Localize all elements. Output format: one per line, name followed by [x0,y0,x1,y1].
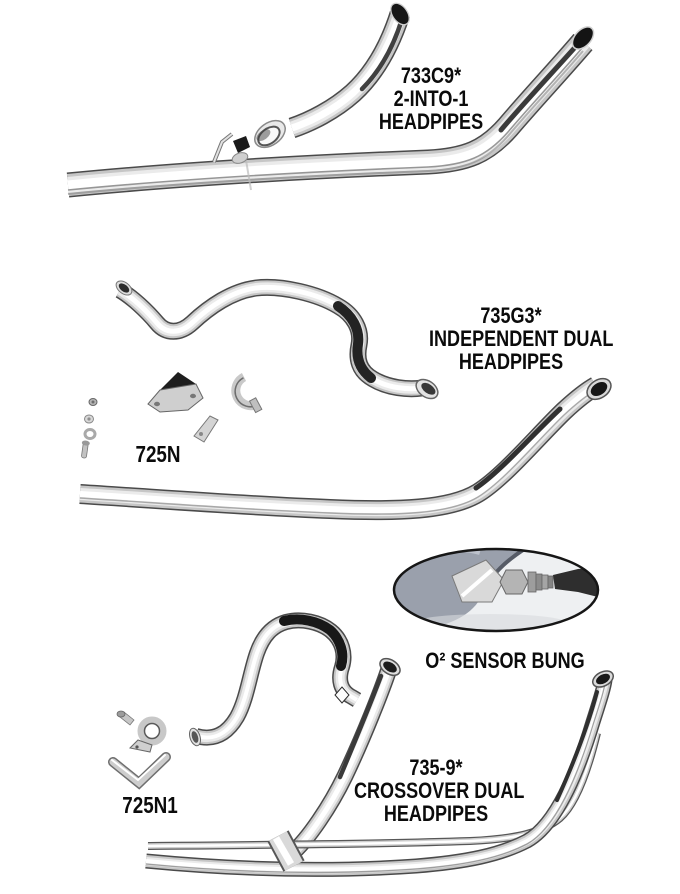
pipe-735-9-right-open-end [591,670,615,688]
pipe-735-9-diagonal-top-end [379,657,401,677]
pipe-735-9-serpentine [196,619,357,737]
pipe-2into1-front [292,14,402,128]
p-clamp [128,716,167,753]
callout-o2-sensor-bung: O² SENSOR BUNG [425,648,585,673]
product-name-735g3-line1: INDEPENDENT DUAL [429,326,614,351]
photo-735g3-independent-dual-headpipes [80,278,612,514]
photo-735-9-crossover-dual-headpipes [108,619,615,872]
pipe-735-9-main-bottom [146,680,605,872]
support-strap [193,415,219,443]
pipe-735-9-diagonal [291,669,389,854]
product-name-733c9-line2: HEADPIPES [378,109,484,134]
mount-tab-733 [212,132,250,164]
label-735g3: 735G3* INDEPENDENT DUAL HEADPIPES [429,303,614,374]
photo-733c9-2into1-headpipes [68,2,598,194]
small-bolt [116,710,135,726]
label-733c9: 733C9* 2-INTO-1 HEADPIPES [349,64,513,133]
mount-bracket [147,372,204,413]
pipe-2into1-main-open-end [571,26,595,50]
product-name-735g3-line2: HEADPIPES [458,349,564,374]
crossover-junction-marker [334,686,350,704]
part-number-725n1: 725N1 [122,792,178,818]
part-number-735-9: 735-9* [409,755,463,780]
pipe-2into1-front-flare-end [254,119,286,149]
pipe-clamp [231,373,263,414]
hardware-kit-725n1 [108,710,171,790]
pipe-735g3-serpentine [120,287,422,388]
o2-sensor-photo [392,547,600,633]
label-o2-sensor-bung: O² SENSOR BUNG [423,649,587,672]
part-number-733c9: 733C9* [400,63,462,88]
label-725n: 725N [76,443,240,466]
product-name-735-9-line2: HEADPIPES [383,801,489,826]
pipe-735-9-serpentine-open-end [188,727,202,747]
slip-joint-collar [267,830,305,872]
label-735-9: 735-9* CROSSOVER DUAL HEADPIPES [354,755,525,826]
label-725n1: 725N1 [68,794,232,817]
product-name-733c9-line1: 2-INTO-1 [393,86,469,111]
pipe-2into1-front-top-end [390,2,410,26]
product-name-735-9-line1: CROSSOVER DUAL [354,778,525,803]
pipe-2into1-main [68,42,583,194]
pipe-735g3-long-open-end [586,377,612,401]
pipe-735g3-serpentine-collar-end [415,378,439,400]
hardware-kit-725n [81,372,263,459]
part-number-735g3: 735G3* [480,303,542,328]
pipe-735g3-serpentine-open-end [115,280,133,296]
v-bracket [108,752,171,790]
fastener-stack [81,398,98,459]
pipe-735g3-long [80,386,596,514]
part-number-725n: 725N [135,441,181,467]
